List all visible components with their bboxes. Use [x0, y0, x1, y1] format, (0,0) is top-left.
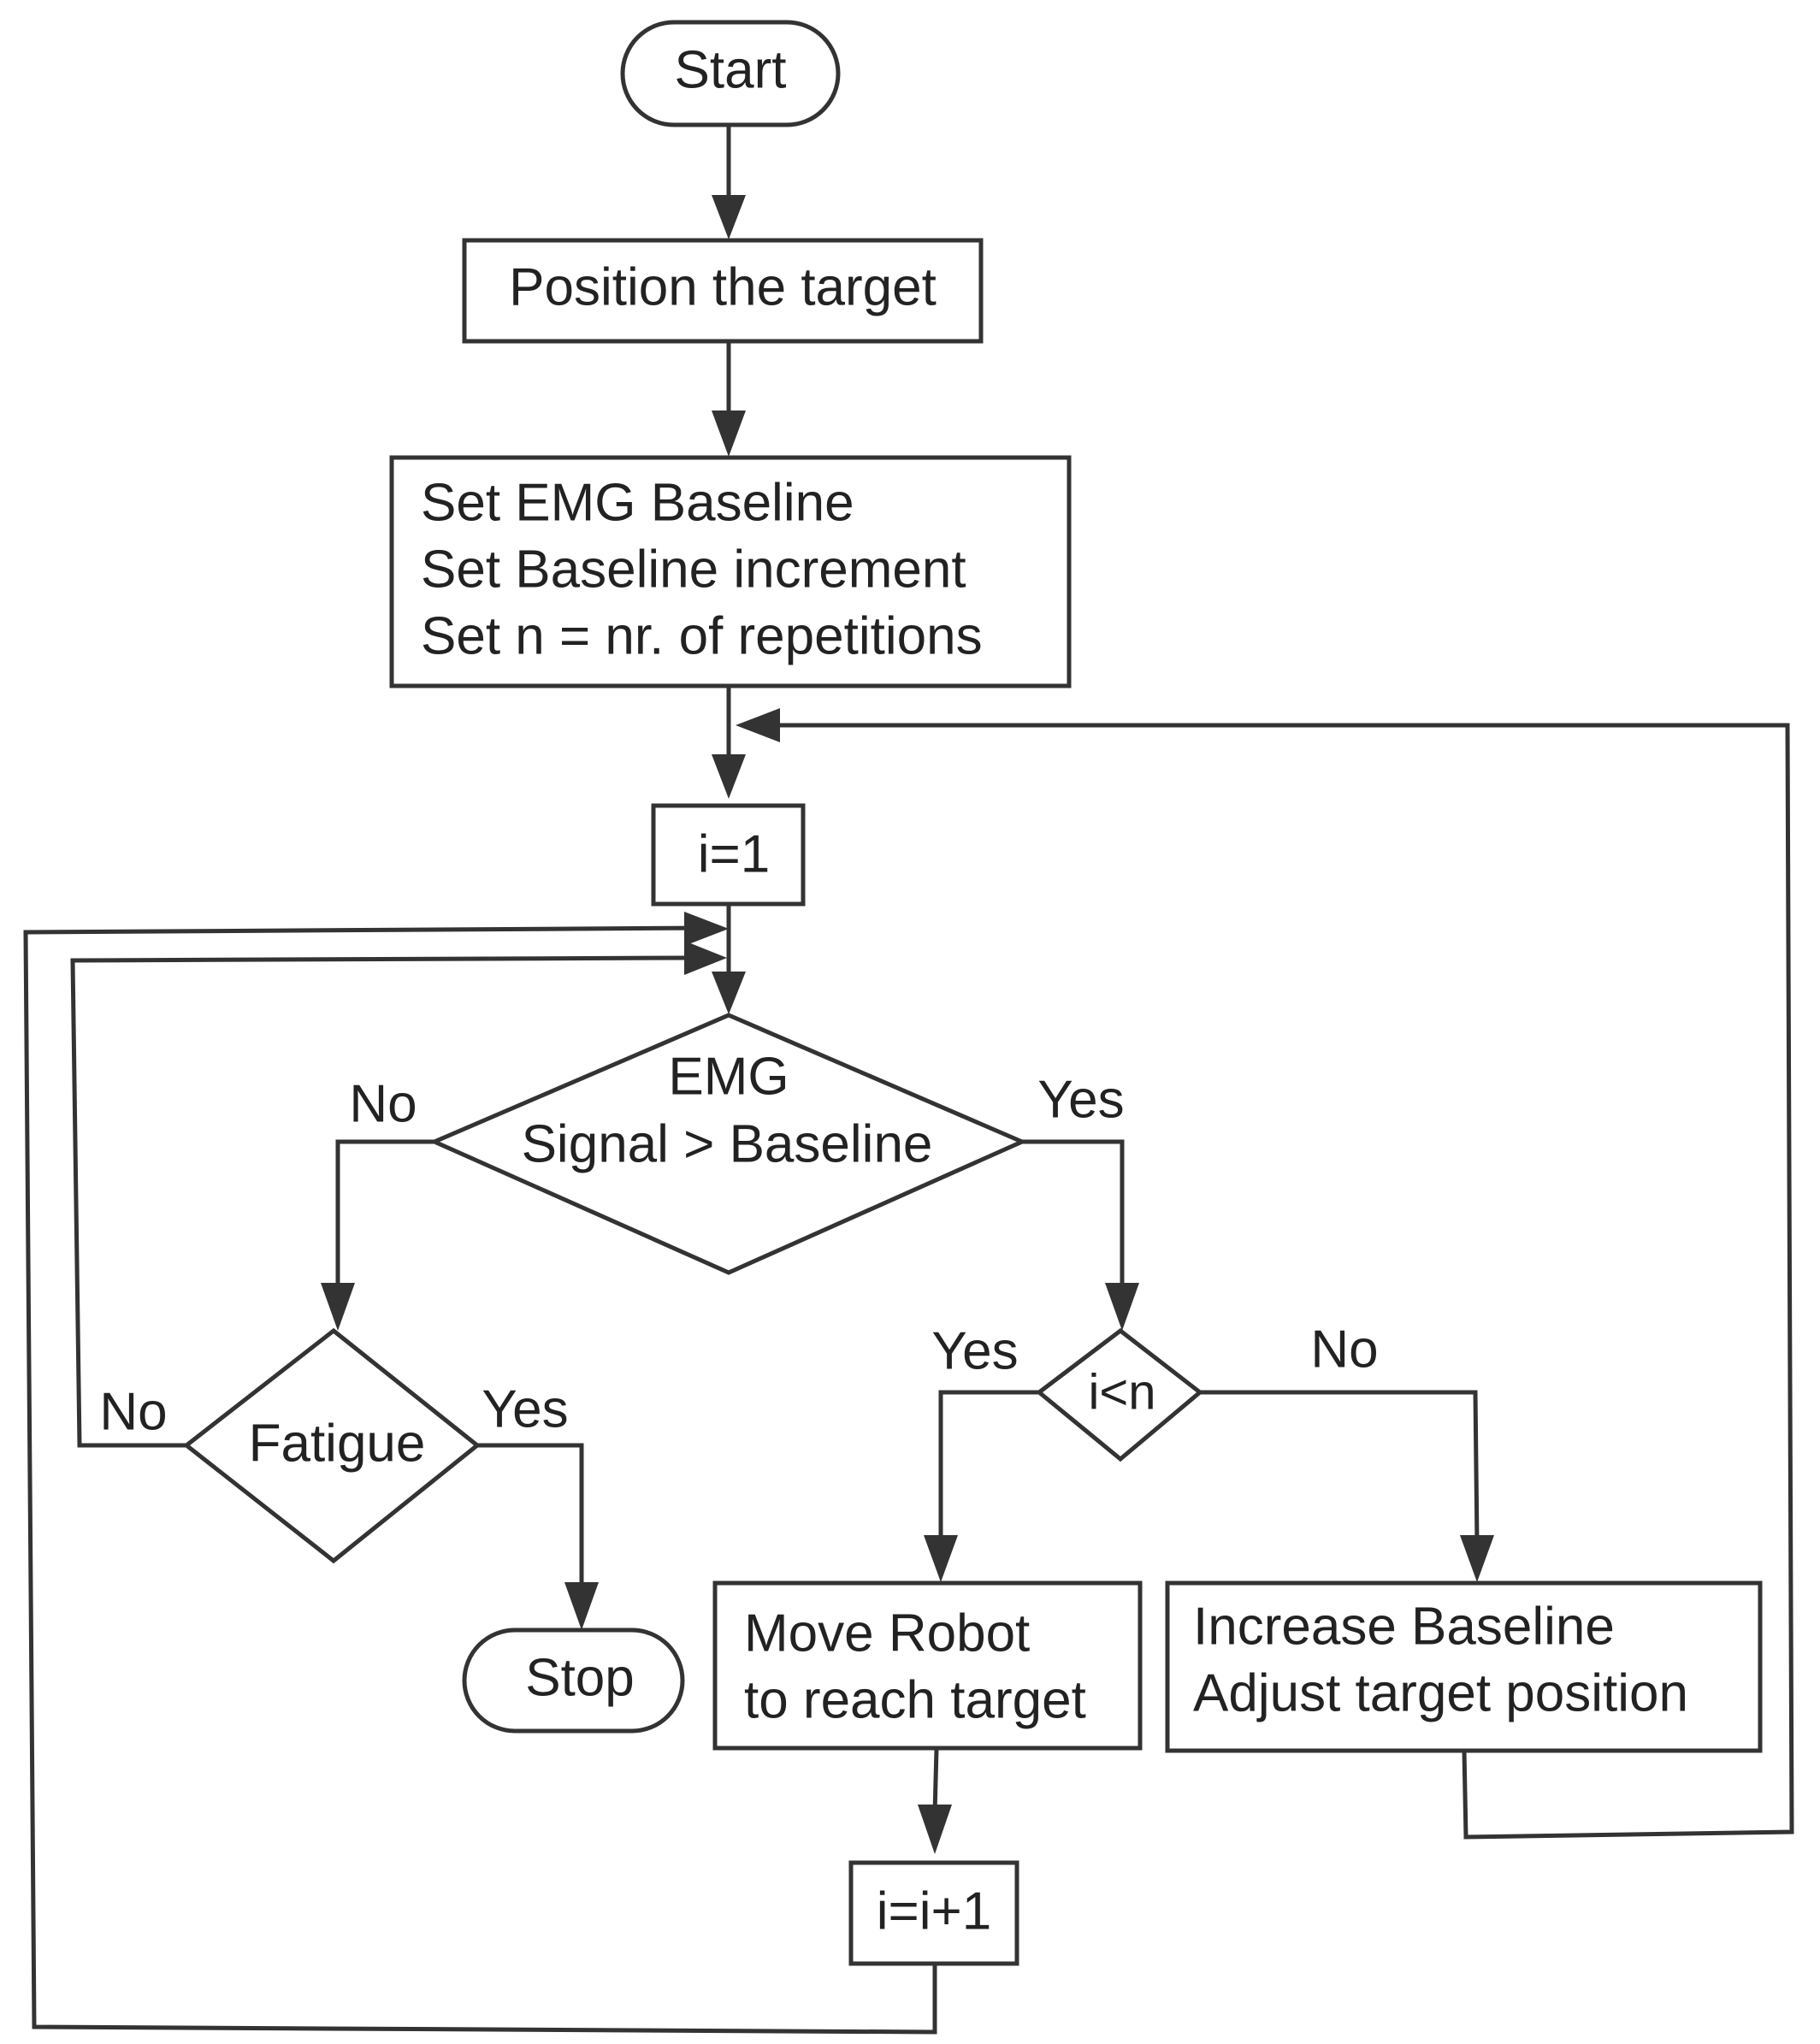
node-setup: Set EMG Baseline Set Baseline increment … [389, 455, 1072, 688]
counter-no-label: No [1310, 1320, 1378, 1379]
edge-labels: No Yes No Yes Yes No [99, 1070, 1378, 1441]
arrowhead-to-fatigue [321, 1283, 355, 1331]
arrowhead-to-init [712, 754, 746, 799]
move-robot-line-1: Move Robot [744, 1604, 1030, 1663]
edge-counter-yes-to-move [938, 1390, 1039, 1544]
init-counter-label: i=1 [698, 824, 770, 883]
edge-increment-loop [23, 925, 937, 2035]
arrowhead-to-move [924, 1535, 958, 1582]
edge-emg-no-to-fatigue [335, 1139, 434, 1291]
edge-fatigue-yes-to-stop [477, 1443, 584, 1591]
emg-no-label: No [349, 1074, 417, 1133]
arrowhead-to-increment [918, 1805, 952, 1854]
edge-fatigue-no-loop [70, 955, 689, 1448]
node-init-counter: i=1 [651, 803, 806, 907]
emg-decision-line-2: Signal > Baseline [522, 1114, 933, 1173]
position-target-label: Position the target [509, 257, 937, 316]
node-increase-baseline: Increase Baseline Adjust target position [1165, 1580, 1763, 1753]
counter-yes-label: Yes [931, 1321, 1018, 1380]
node-increment-counter: i=i+1 [848, 1860, 1019, 1966]
counter-decision-diamond [1035, 1327, 1203, 1462]
increment-counter-box [848, 1860, 1019, 1966]
setup-box [389, 455, 1072, 688]
edge-emg-yes-to-counter [1022, 1139, 1125, 1291]
setup-line-3: Set n = nr. of repetitions [421, 606, 983, 665]
init-counter-box [651, 803, 806, 907]
fatigue-decision-diamond [182, 1327, 482, 1564]
arrowhead-increment-loop [684, 912, 729, 946]
arrowhead-increase-loop [736, 708, 780, 742]
increase-baseline-box [1165, 1580, 1763, 1753]
arrowhead-to-position [712, 195, 746, 239]
counter-decision-label: i<n [1088, 1364, 1155, 1420]
move-robot-line-2: to reach target [744, 1670, 1086, 1729]
node-counter-decision: i<n [1035, 1327, 1203, 1462]
connectors [23, 125, 1794, 2035]
start-label: Start [675, 40, 787, 99]
emg-yes-label: Yes [1037, 1070, 1124, 1129]
arrowhead-to-stop [564, 1582, 599, 1630]
arrowhead-to-counter [1105, 1283, 1139, 1331]
fatigue-no-label: No [99, 1382, 167, 1441]
edge-move-to-increment [932, 1748, 939, 1814]
fatigue-decision-label: Fatigue [249, 1414, 426, 1473]
arrowhead-to-increase [1460, 1535, 1494, 1582]
increase-line-2: Adjust target position [1193, 1663, 1688, 1722]
stop-label: Stop [525, 1648, 635, 1707]
fatigue-yes-label: Yes [482, 1379, 568, 1438]
position-target-box [462, 238, 984, 344]
node-fatigue-decision: Fatigue [182, 1327, 482, 1564]
increment-counter-label: i=i+1 [877, 1882, 991, 1941]
arrowhead-fatigue-loop [684, 941, 727, 975]
node-move-robot: Move Robot to reach target [712, 1580, 1143, 1751]
stop-terminal-shape [462, 1628, 685, 1734]
setup-line-1: Set EMG Baseline [421, 473, 854, 532]
node-position-target: Position the target [462, 238, 984, 344]
start-terminal-shape [620, 20, 841, 127]
setup-line-2: Set Baseline increment [421, 540, 966, 599]
node-start: Start [620, 20, 841, 127]
arrowheads [321, 195, 1494, 1854]
move-robot-box [712, 1580, 1143, 1751]
edge-counter-no-to-increase [1200, 1390, 1480, 1545]
increase-line-1: Increase Baseline [1193, 1597, 1615, 1656]
emg-decision-diamond [428, 1013, 1028, 1275]
node-stop: Stop [462, 1628, 685, 1734]
edge-increase-loop [770, 723, 1794, 1840]
arrowhead-to-setup [712, 411, 746, 457]
node-emg-decision: EMG Signal > Baseline [428, 1013, 1028, 1275]
emg-decision-line-1: EMG [668, 1047, 789, 1106]
arrowhead-to-emg [712, 972, 746, 1014]
